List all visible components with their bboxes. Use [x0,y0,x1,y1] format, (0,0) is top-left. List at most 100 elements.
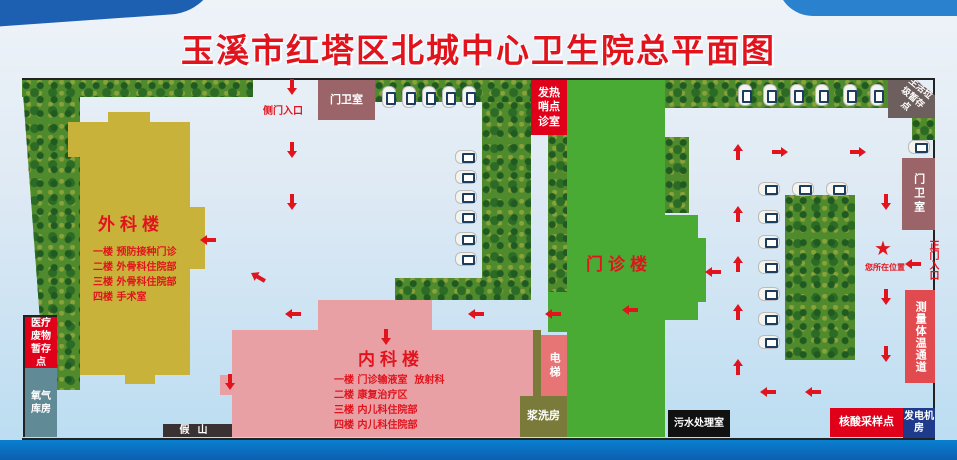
arrow-icon [772,147,788,157]
floor-item: 四楼 手术室 [93,292,147,303]
car-icon [455,170,477,184]
internal-building[interactable] [232,330,533,437]
arrow-icon [468,309,484,319]
car-icon [382,86,396,108]
car-icon [462,86,476,108]
surgery-floor-list: 一楼 预防接种门诊 二楼 外骨科住院部 三楼 外骨科住院部 四楼 手术室 [93,245,176,305]
temperature-channel[interactable]: 测量体温通道 [905,290,935,383]
car-icon [908,140,930,154]
floor-item: 一楼 预防接种门诊 [93,247,177,258]
outpatient-building-part [697,238,706,302]
tree-area [912,118,935,140]
laundry-room[interactable]: 浆洗房 [520,396,567,437]
internal-building-name: 内科楼 [358,350,424,370]
tree-area [482,100,531,300]
arrow-icon [733,144,743,160]
arrow-icon [287,79,297,95]
car-icon [738,84,752,106]
car-icon [758,182,780,196]
car-icon [792,182,814,196]
decor-swoosh [777,0,957,16]
generator-room[interactable]: 发电机房 [903,408,935,438]
decor-wave [0,440,957,460]
arrow-icon [733,256,743,272]
car-icon [402,86,416,108]
car-icon [790,84,804,106]
car-icon [826,182,848,196]
arrow-icon [905,259,921,269]
arrow-icon [760,387,776,397]
outpatient-building-name: 门诊楼 [586,255,652,275]
arrow-icon [850,147,866,157]
floor-item: 二楼 康复治疗区 [334,390,408,401]
car-icon [442,86,456,108]
fever-clinic[interactable]: 发热哨点诊室 [531,80,567,135]
arrow-icon [285,309,301,319]
star-icon: ★ [874,236,892,260]
tree-area [548,135,570,292]
side-entrance-label: 侧门入口 [263,106,303,117]
surgery-building-part [190,207,205,269]
floor-item: 三楼 外骨科住院部 [93,277,177,288]
arrow-icon [381,329,391,345]
floor-item: 二楼 外骨科住院部 [93,262,177,273]
arrow-icon [622,305,638,315]
nucleic-sampling-point[interactable]: 核酸采样点 [830,408,903,437]
medical-waste-point[interactable]: 医疗废物暂存点 [23,315,57,368]
arrow-icon [805,387,821,397]
rockery: 假山 [163,424,232,437]
car-icon [455,252,477,266]
site-boundary [22,78,935,437]
car-icon [870,84,884,106]
arrow-icon [733,359,743,375]
guard-room-right[interactable]: 门卫室 [902,158,935,230]
surgery-building-part [68,122,190,157]
you-are-here-label: 您所在位置 [865,263,905,272]
arrow-icon [287,142,297,158]
sewage-room[interactable]: 污水处理室 [668,410,730,437]
car-icon [455,232,477,246]
car-icon [455,210,477,224]
car-icon [758,287,780,301]
corridor [533,330,541,400]
outpatient-building-part [665,215,698,320]
arrow-icon [705,267,721,277]
arrow-icon [733,206,743,222]
internal-floor-list: 一楼 门诊输液室 放射科 二楼 康复治疗区 三楼 内儿科住院部 四楼 内儿科住院… [334,373,444,433]
car-icon [758,235,780,249]
arrow-icon [881,346,891,362]
oxygen-storage[interactable]: 氧气库房 [23,368,57,437]
tree-area [665,137,689,213]
car-icon [455,150,477,164]
car-icon [758,260,780,274]
arrow-icon [287,194,297,210]
car-icon [758,210,780,224]
internal-building-part [318,300,432,332]
surgery-building-part [108,112,150,122]
guard-room-top[interactable]: 门卫室 [318,80,375,120]
tree-area [785,195,855,360]
surgery-building[interactable] [80,155,190,375]
elevator[interactable]: 电梯 [541,335,567,397]
car-icon [758,335,780,349]
arrow-icon [733,304,743,320]
main-entrance-label: 正门入口 [927,240,938,280]
surgery-building-part [125,372,155,384]
arrow-icon [881,289,891,305]
outpatient-building[interactable] [567,80,665,437]
car-icon [763,84,777,106]
floor-item: 一楼 门诊输液室 放射科 [334,375,445,386]
car-icon [815,84,829,106]
map-title: 玉溪市红塔区北城中心卫生院总平面图 [181,31,776,70]
surgery-building-name: 外科楼 [98,215,164,235]
arrow-icon [881,194,891,210]
car-icon [455,190,477,204]
arrow-icon [545,309,561,319]
car-icon [758,312,780,326]
floor-item: 四楼 内儿科住院部 [334,420,418,431]
car-icon [843,84,857,106]
car-icon [422,86,436,108]
floor-item: 三楼 内儿科住院部 [334,405,418,416]
arrow-icon [200,235,216,245]
boundary-line [22,438,935,440]
